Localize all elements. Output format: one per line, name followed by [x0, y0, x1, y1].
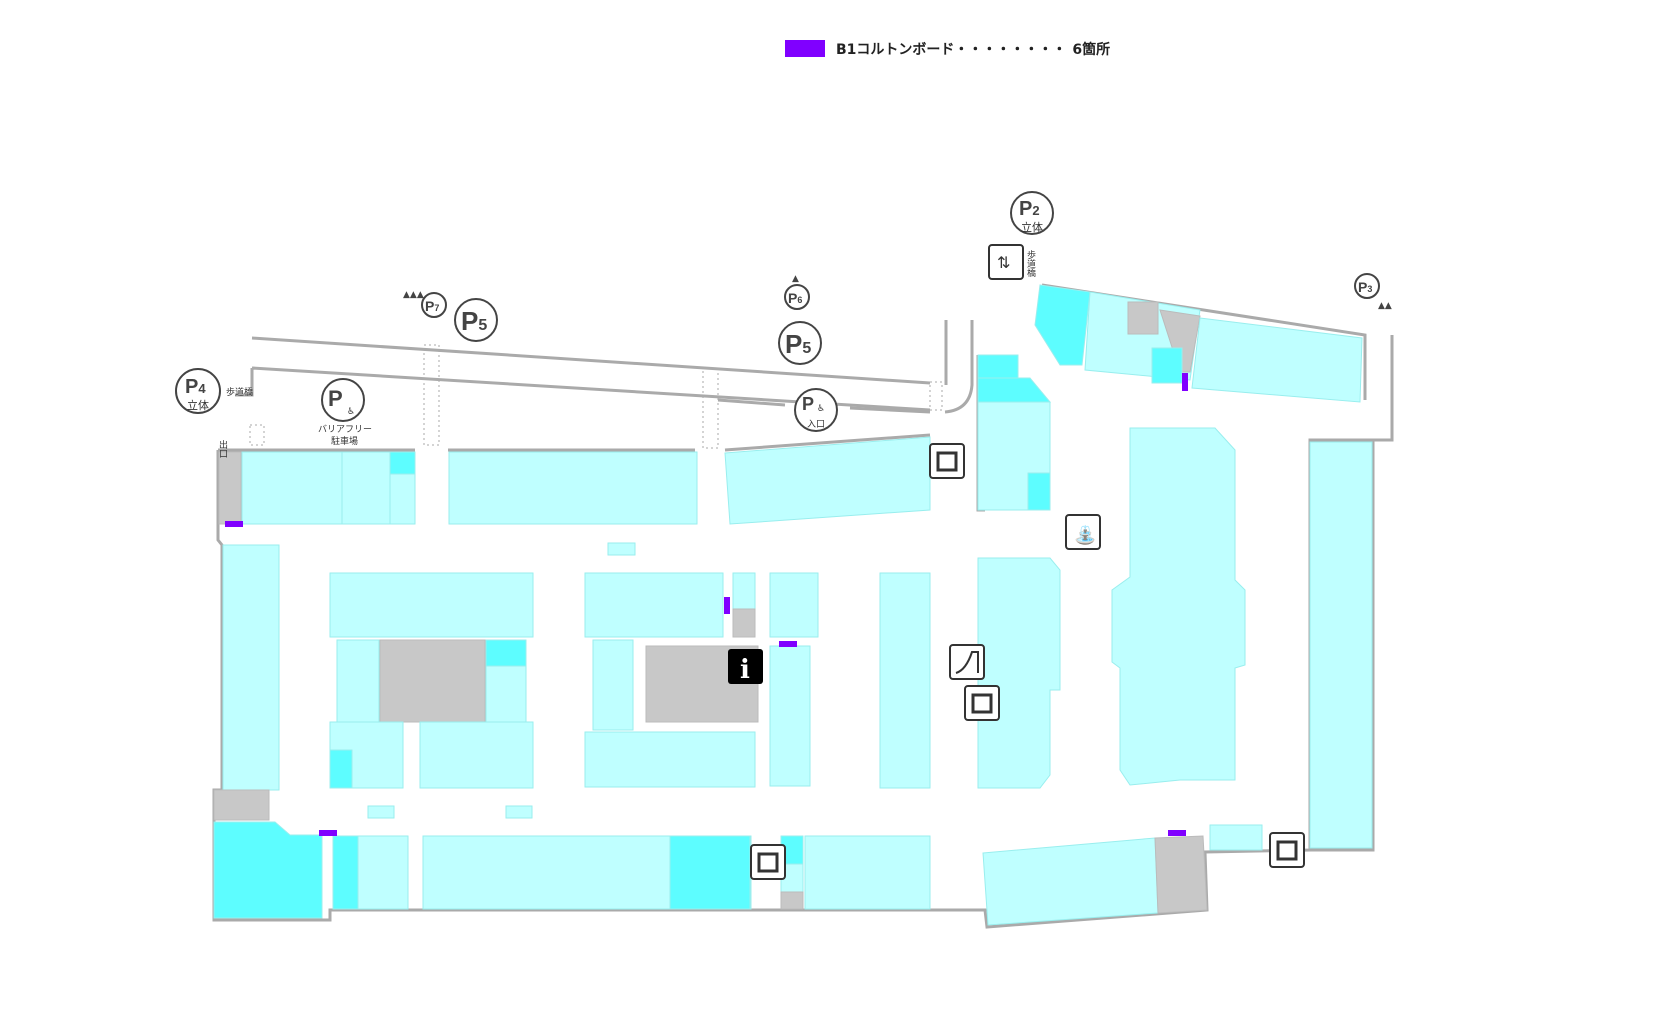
legend-swatch — [785, 40, 825, 57]
svg-text:バリアフリー: バリアフリー — [318, 424, 372, 435]
coin-locker-icon[interactable] — [964, 685, 1000, 721]
bridge-label: 歩道橋 — [1025, 249, 1036, 278]
wheelchair-icon: ♿ — [817, 404, 825, 414]
board-marker — [319, 830, 337, 836]
arrow-icon: ▲▲▲ — [403, 290, 424, 300]
exit-label: 出口 — [217, 439, 228, 458]
svg-text:駐車場: 駐車場 — [331, 435, 358, 447]
svg-text:P: P — [802, 394, 814, 414]
svg-text:P: P — [328, 386, 343, 411]
coin-locker-icon[interactable] — [750, 844, 786, 880]
parking-p3[interactable]: P3 ▲▲ — [1354, 273, 1392, 311]
svg-text:立体: 立体 — [187, 398, 209, 412]
fountain-icon[interactable]: ⛲ — [1065, 514, 1101, 550]
stairs — [249, 344, 943, 449]
parking-p7[interactable]: ▲▲▲ P7 — [403, 290, 447, 318]
stores — [213, 284, 1373, 926]
board-marker — [1168, 830, 1186, 836]
coin-locker-icon[interactable] — [1269, 832, 1305, 868]
legend-count: 6箇所 — [1072, 41, 1110, 58]
svg-text:立体: 立体 — [1021, 220, 1043, 234]
svg-text:P5: P5 — [785, 329, 811, 359]
svg-text:入口: 入口 — [807, 419, 825, 430]
information-icon[interactable]: i — [728, 649, 763, 685]
parking-p6[interactable]: ▲ P6 — [784, 274, 810, 310]
board-marker — [724, 597, 730, 614]
legend: B1コルトンボード・・・・・・・・ 6箇所 — [836, 41, 1110, 58]
svg-text:P3: P3 — [1358, 279, 1372, 295]
elevator-icon[interactable]: ⇅ — [988, 244, 1024, 280]
parking-p5-main[interactable]: P5 — [778, 321, 822, 365]
board-markers — [225, 521, 1186, 836]
board-marker — [779, 641, 797, 647]
svg-text:P7: P7 — [425, 298, 439, 314]
parking-p4[interactable]: P4 立体 — [175, 368, 221, 414]
board-marker — [225, 521, 243, 527]
parking-accessible-entrance[interactable]: P ♿ 入口 — [794, 388, 838, 432]
svg-text:⛲: ⛲ — [1074, 524, 1096, 546]
svg-text:P5: P5 — [461, 306, 487, 336]
arrow-icon: ▲▲ — [1378, 301, 1392, 311]
parking-barrier-free[interactable]: P ♿ バリアフリー 駐車場 — [318, 378, 372, 447]
parking-p2[interactable]: P2 立体 — [1010, 191, 1054, 235]
coin-locker-icon[interactable] — [929, 443, 965, 479]
wheelchair-icon: ♿ — [347, 407, 355, 417]
arrow-up-icon: ▲ — [792, 274, 799, 284]
slide-icon[interactable] — [949, 644, 985, 680]
svg-text:P2: P2 — [1019, 198, 1040, 220]
svg-text:P4: P4 — [185, 376, 206, 398]
svg-text:P6: P6 — [788, 290, 802, 306]
svg-text:i: i — [740, 655, 750, 685]
svg-text:⇅: ⇅ — [997, 253, 1010, 272]
bridge-label: 歩道橋 — [226, 386, 253, 398]
legend-label: B1コルトンボード・・・・・・・・ — [836, 42, 1066, 58]
parking-p5[interactable]: P5 — [454, 298, 498, 342]
